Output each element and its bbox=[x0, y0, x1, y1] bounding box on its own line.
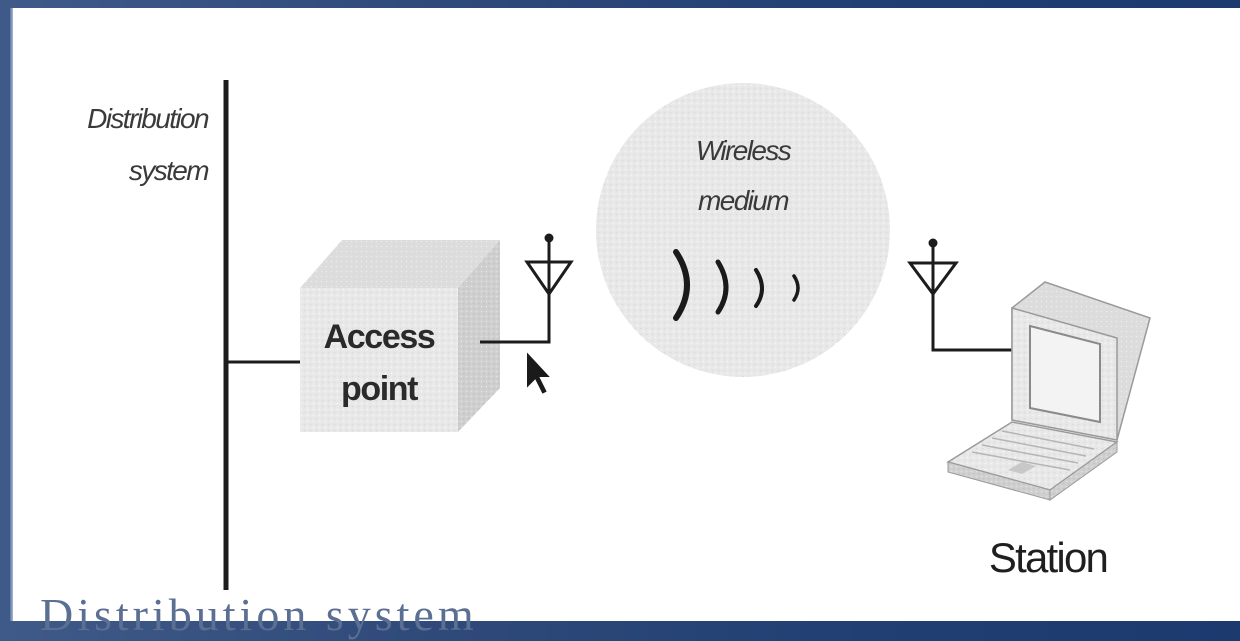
mouse-cursor-icon bbox=[525, 347, 555, 397]
access-point-label-line2: point bbox=[341, 370, 418, 408]
wireless-network-diagram: Distribution system Access point Wireles… bbox=[87, 80, 1151, 590]
slide: Distribution system Access point Wireles… bbox=[13, 8, 1240, 621]
station-antenna-icon bbox=[907, 238, 1012, 352]
distribution-system-label-line2: system bbox=[129, 155, 209, 186]
slide-heading-partial: Distribution system bbox=[40, 589, 478, 640]
wireless-medium-label-line1: Wireless bbox=[696, 135, 792, 166]
access-point-antenna-icon bbox=[480, 233, 574, 344]
wireless-medium-label-line2: medium bbox=[698, 185, 789, 216]
access-point-label-line1: Access bbox=[324, 318, 435, 356]
distribution-system-label-line1: Distribution bbox=[87, 103, 209, 134]
wireless-medium-cloud bbox=[596, 83, 890, 377]
station-label: Station bbox=[989, 534, 1107, 581]
radio-waves-icon bbox=[673, 249, 800, 321]
access-point-box bbox=[300, 240, 500, 432]
laptop-icon bbox=[946, 281, 1151, 501]
